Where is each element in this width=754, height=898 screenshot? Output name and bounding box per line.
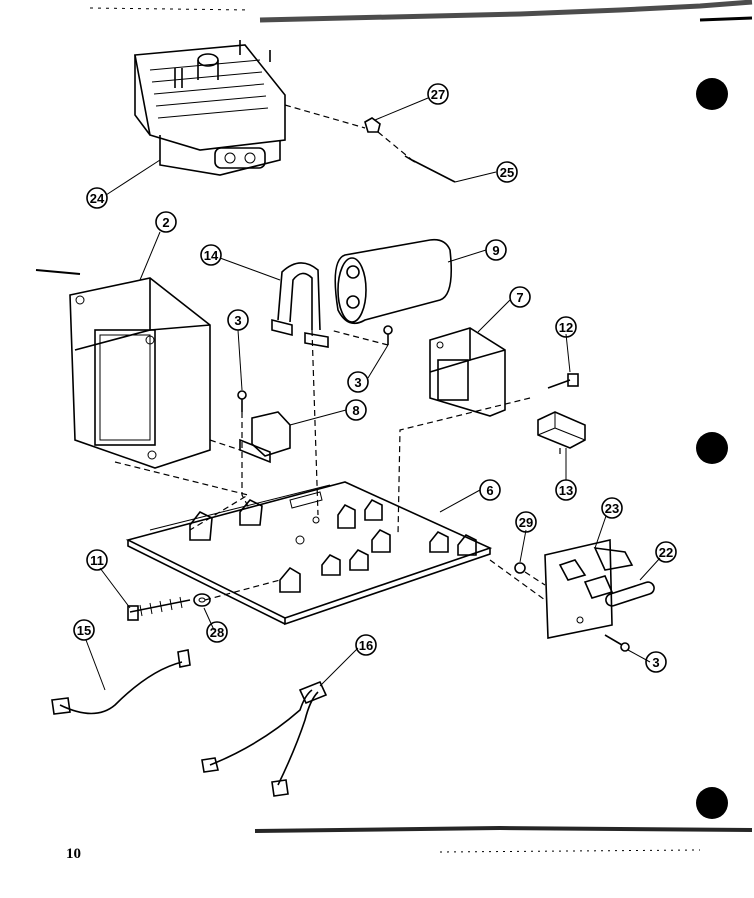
svg-text:3: 3 [652,655,659,670]
callout-29: 29 [515,511,537,533]
callout-22: 22 [655,541,677,563]
svg-text:22: 22 [659,545,673,560]
svg-text:2: 2 [162,215,169,230]
screw-part-lower-right [604,634,630,652]
svg-text:15: 15 [77,623,91,638]
callout-23: 23 [601,497,623,519]
filament-transformer-part [429,327,506,417]
screw-part-center [383,325,393,345]
svg-text:8: 8 [352,403,359,418]
binder-hole-top [696,78,728,110]
magnetron-part [134,40,286,176]
svg-text:29: 29 [519,515,533,530]
svg-text:24: 24 [90,191,105,206]
svg-text:6: 6 [486,483,493,498]
callout-3-left: 3 [227,309,249,331]
sensor-probe-part [404,155,456,183]
screw-part-left [237,390,247,412]
callout-7: 7 [509,286,531,308]
relay-board-part [544,538,634,639]
callout-9: 9 [485,239,507,261]
svg-text:13: 13 [559,483,573,498]
svg-text:25: 25 [500,165,514,180]
svg-text:14: 14 [204,248,219,263]
capacitor-clamp-part [271,262,329,348]
svg-text:3: 3 [234,313,241,328]
high-voltage-capacitor-part [334,238,453,325]
leader-lines [85,97,661,691]
svg-text:28: 28 [210,625,224,640]
svg-text:3: 3 [354,375,361,390]
washer-part [193,593,211,607]
callout-24: 24 [86,187,108,209]
binder-hole-bottom [696,787,728,819]
callout-3-lower-right: 3 [645,651,667,673]
svg-text:9: 9 [492,243,499,258]
connector-part [537,411,586,449]
callout-25: 25 [496,161,518,183]
scan-border-bottom [35,269,753,853]
callout-8: 8 [345,399,367,421]
svg-text:16: 16 [359,638,373,653]
power-transformer-part [69,277,211,469]
callout-11: 11 [86,549,108,571]
svg-text:27: 27 [431,87,445,102]
svg-text:23: 23 [605,501,619,516]
screw-part-29 [514,562,526,574]
callout-16: 16 [355,634,377,656]
callout-2: 2 [155,211,177,233]
binder-hole-middle [696,432,728,464]
assembly-lines [114,104,561,601]
svg-text:12: 12 [559,320,573,335]
diode-part [239,411,291,464]
screw-part-12 [547,373,579,389]
wire-harness-part [201,680,328,797]
callout-28: 28 [206,621,228,643]
thermal-cutout-part [364,117,381,133]
svg-text:11: 11 [90,553,104,568]
callout-6: 6 [479,479,501,501]
callout-3-center: 3 [347,371,369,393]
callout-15: 15 [73,619,95,641]
callout-27: 27 [427,83,449,105]
svg-text:7: 7 [516,290,523,305]
bolt-part [127,596,191,621]
callouts: 27 25 24 2 14 9 7 12 [73,83,677,673]
page-number: 10 [66,846,81,862]
fuse-part [605,581,655,607]
wire-lead-part [51,649,191,715]
base-plate-part [125,481,493,626]
callout-13: 13 [555,479,577,501]
scan-border-top [89,0,753,23]
callout-14: 14 [200,244,222,266]
callout-12: 12 [555,316,577,338]
